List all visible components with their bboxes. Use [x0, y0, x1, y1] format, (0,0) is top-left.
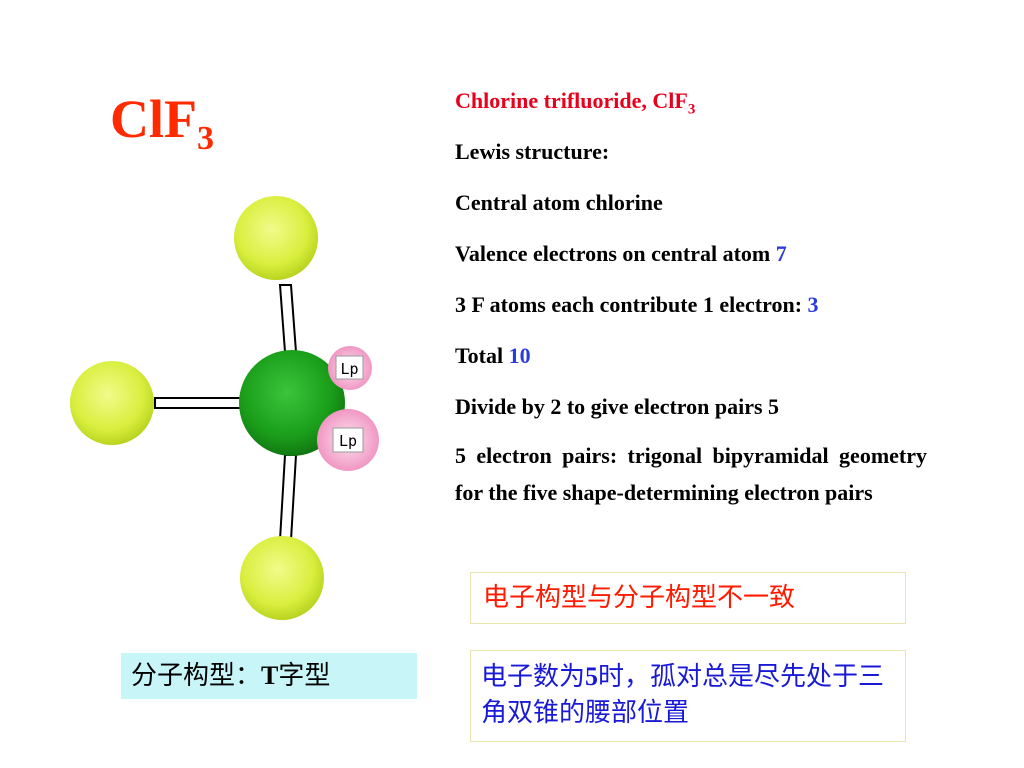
formula-title: ClF3 [110, 89, 214, 157]
lewis-line: Lewis structure: [455, 139, 610, 164]
bond-left [154, 397, 246, 409]
valence-line: Valence electrons on central atom 7 [455, 241, 787, 266]
bond-bottom [278, 454, 298, 541]
bond-top [278, 284, 298, 353]
fluorine-atom-bottom [240, 536, 324, 620]
mismatch-note: 电子构型与分子构型不一致 [470, 572, 906, 624]
total-value: 10 [508, 343, 531, 368]
geometry-paragraph: 5 electron pairs: trigonal bipyramidal g… [455, 443, 927, 505]
molecular-shape-note: 分子构型：T字型 [121, 653, 417, 699]
lone-pair-lower-label: Lp [339, 432, 357, 450]
total-line: Total 10 [455, 343, 531, 368]
chlorine-atom [239, 350, 345, 456]
lone-pair-position-note: 电子数为5时，孤对总是尽先处于三角双锥的腰部位置 [470, 650, 906, 742]
fluorine-atom-top [234, 196, 318, 280]
info-panel: Chlorine trifluoride, ClF3 Lewis structu… [455, 86, 927, 511]
central-atom-line: Central atom chlorine [455, 190, 663, 215]
lone-pair-upper-label: Lp [340, 360, 358, 378]
fluorine-atom-left [70, 361, 154, 445]
valence-value: 7 [775, 241, 787, 266]
contribution-value: 3 [807, 292, 819, 317]
divide-line: Divide by 2 to give electron pairs 5 [455, 394, 780, 419]
contribution-line: 3 F atoms each contribute 1 electron: 3 [455, 292, 819, 317]
info-heading: Chlorine trifluoride, ClF3 [455, 88, 696, 118]
